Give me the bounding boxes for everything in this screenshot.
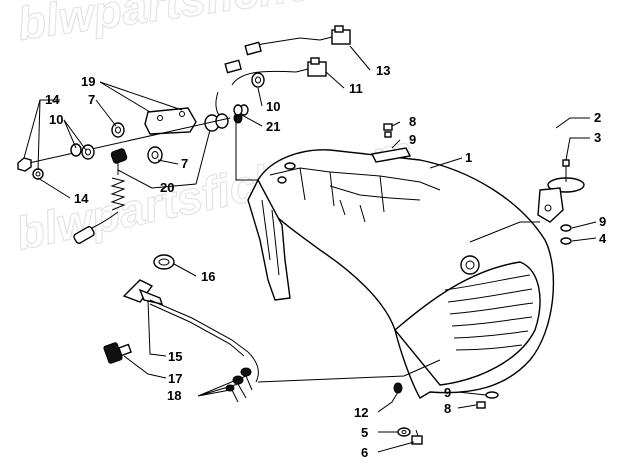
callout-labels: 1 2 3 9 4 8 9 13 11 10 21 19 7 14 10 7 2… xyxy=(45,63,607,460)
callout-9-top: 9 xyxy=(409,132,416,147)
choke-cable-15 xyxy=(122,279,259,383)
callout-17: 17 xyxy=(168,371,182,386)
washers-left xyxy=(70,122,163,164)
callout-5: 5 xyxy=(361,425,368,440)
leader-lines xyxy=(23,45,597,453)
washer-10-right xyxy=(239,72,265,116)
fittings-18 xyxy=(225,359,441,403)
shaft-line xyxy=(19,117,231,166)
callout-7-bottom: 7 xyxy=(181,156,188,171)
callout-21: 21 xyxy=(266,119,280,134)
tether-key xyxy=(73,148,128,245)
console-housing xyxy=(247,149,555,399)
bolt-6 xyxy=(411,429,423,445)
callout-8-bottom: 8 xyxy=(444,401,451,416)
washer-nut-9-4 xyxy=(469,221,572,245)
callout-16: 16 xyxy=(201,269,215,284)
callout-4: 4 xyxy=(599,231,607,246)
fastener-12 xyxy=(393,382,403,394)
nuts-14 xyxy=(17,157,44,180)
bolt-8-bottom xyxy=(476,401,486,409)
knob-17 xyxy=(103,342,132,364)
callout-9-right: 9 xyxy=(599,214,606,229)
screw-8-top xyxy=(383,123,393,138)
bracket-line xyxy=(235,115,258,181)
wire-harness xyxy=(215,37,321,119)
callout-2: 2 xyxy=(594,110,601,125)
callout-10-right: 10 xyxy=(266,99,280,114)
washer-9-top xyxy=(370,147,412,163)
callout-15: 15 xyxy=(168,349,182,364)
washer-5 xyxy=(397,427,411,437)
mount-bracket-2 xyxy=(537,159,585,223)
screw-21 xyxy=(233,104,243,116)
callout-19: 19 xyxy=(81,74,95,89)
callout-3: 3 xyxy=(594,130,601,145)
bezel-16 xyxy=(153,254,175,270)
callout-11: 11 xyxy=(349,81,363,96)
switch-11 xyxy=(295,57,327,77)
callout-14-top: 14 xyxy=(45,92,60,107)
callout-13: 13 xyxy=(376,63,390,78)
callout-7-top: 7 xyxy=(88,92,95,107)
callout-1: 1 xyxy=(465,150,472,165)
ignition-bracket-19 xyxy=(144,107,197,135)
callout-12: 12 xyxy=(354,405,368,420)
svg-text:blwpartsfiche.com: blwpartsfiche.com xyxy=(14,0,421,50)
callout-14-bottom: 14 xyxy=(74,191,89,206)
washer-9-bottom xyxy=(485,391,499,399)
switch-13 xyxy=(319,25,351,45)
callout-10-left: 10 xyxy=(49,112,63,127)
callout-20: 20 xyxy=(160,180,174,195)
callout-6: 6 xyxy=(361,445,368,460)
callout-9-bottom: 9 xyxy=(444,385,451,400)
callout-18: 18 xyxy=(167,388,181,403)
callout-8-top: 8 xyxy=(409,114,416,129)
